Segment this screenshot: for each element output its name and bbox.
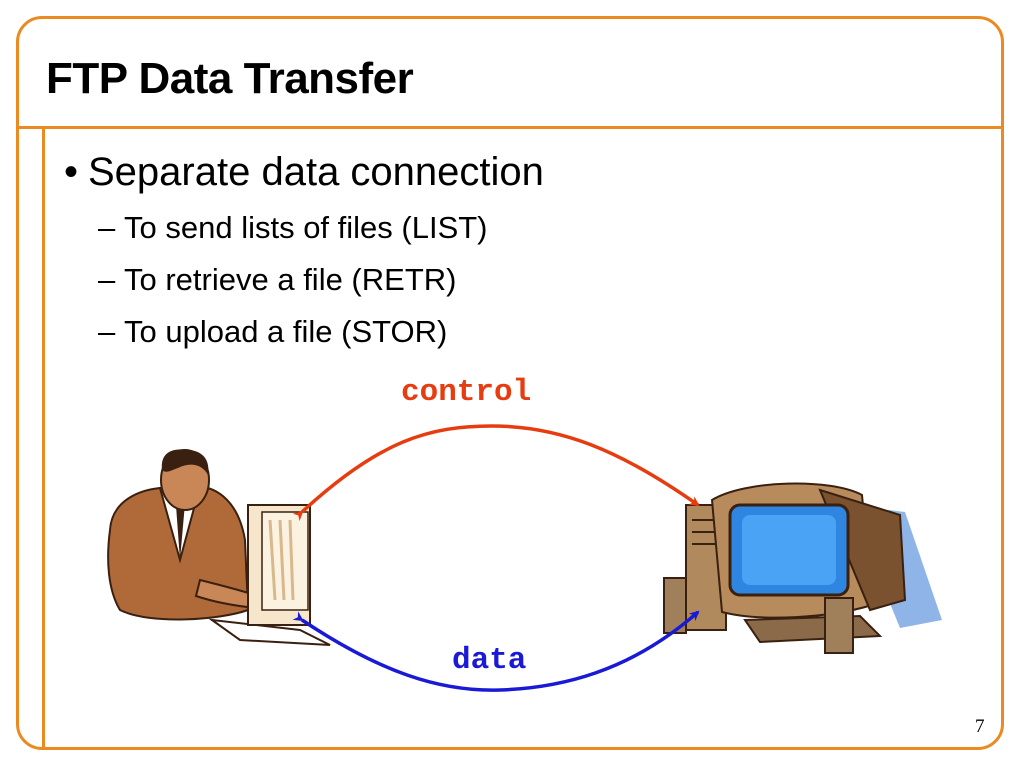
sub-bullet-item: – To send lists of files (LIST) — [98, 210, 544, 246]
sub-bullet-marker: – — [98, 210, 116, 245]
control-label: control — [401, 375, 532, 410]
sub-bullet-marker: – — [98, 314, 116, 349]
title-divider — [16, 126, 1004, 129]
sub-bullet-text: To upload a file (STOR) — [124, 314, 448, 349]
sub-bullet-item: – To upload a file (STOR) — [98, 314, 544, 350]
sub-bullet-text: To retrieve a file (RETR) — [124, 262, 457, 297]
desktop-computer-icon — [663, 482, 942, 654]
bullet-text: Separate data connection — [88, 150, 544, 194]
bullet-list: • Separate data connection – To send lis… — [64, 150, 544, 350]
sub-bullet-marker: – — [98, 262, 116, 297]
bullet-item: • Separate data connection — [64, 150, 544, 194]
data-connection-arrow — [292, 610, 700, 692]
sub-bullet-item: – To retrieve a file (RETR) — [98, 262, 544, 298]
page-number: 7 — [975, 716, 985, 737]
person-at-computer-icon — [107, 449, 331, 646]
bullet-marker: • — [64, 150, 79, 194]
slide-frame — [16, 16, 1004, 750]
left-margin-rule — [42, 126, 45, 750]
control-connection-arrow — [292, 424, 700, 522]
sub-bullet-text: To send lists of files (LIST) — [124, 210, 488, 245]
data-label: data — [452, 643, 527, 678]
slide-title: FTP Data Transfer — [46, 54, 414, 103]
